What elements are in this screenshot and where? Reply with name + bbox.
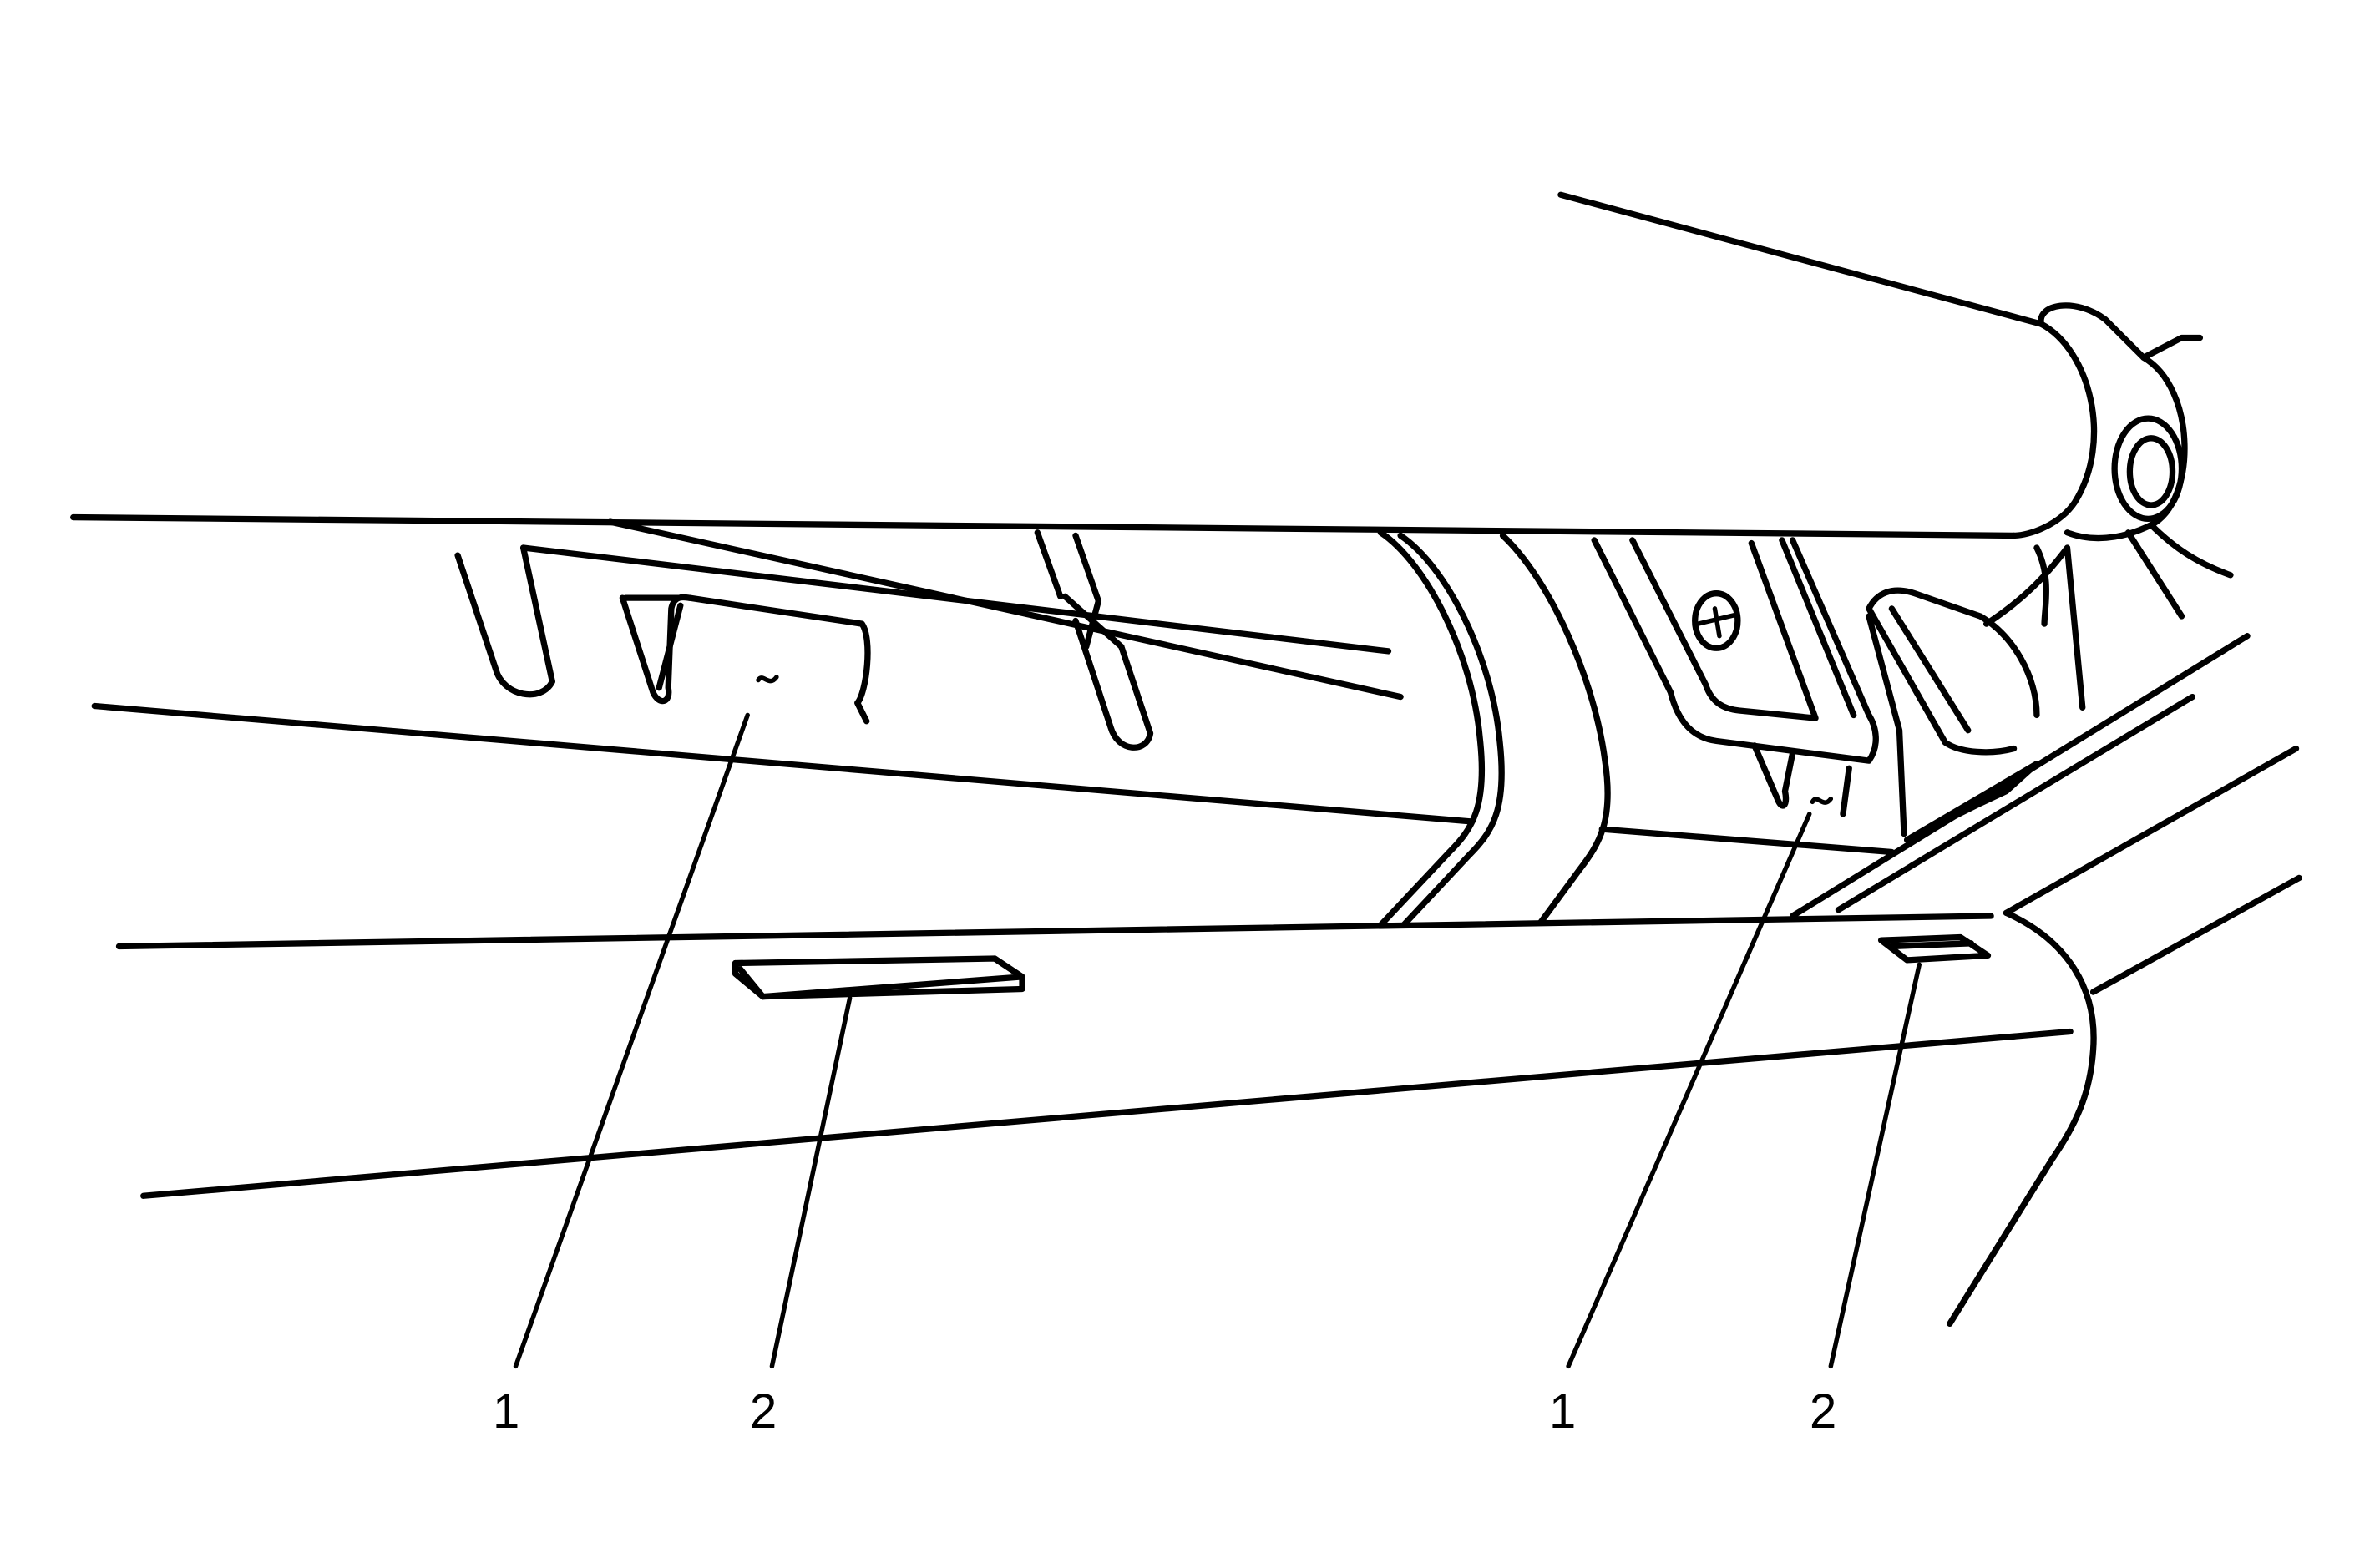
callout-2-left-label: 2 bbox=[750, 1384, 777, 1439]
lower-panel bbox=[115, 909, 2097, 1328]
left-slot bbox=[732, 955, 1025, 1000]
right-slot bbox=[1877, 933, 1992, 964]
right-rails bbox=[1789, 633, 2302, 995]
left-clip bbox=[619, 594, 871, 725]
center-bracket bbox=[1377, 529, 1611, 928]
upper-trim-panel bbox=[91, 518, 1896, 856]
callout-1-left-label: 1 bbox=[493, 1384, 520, 1439]
leader-lines bbox=[513, 712, 1922, 1369]
callout-2-right-label: 2 bbox=[1810, 1384, 1837, 1439]
upper-rod bbox=[70, 191, 2234, 620]
right-bracket bbox=[1591, 537, 1879, 817]
right-housing bbox=[1866, 544, 2086, 837]
callout-1-right-label: 1 bbox=[1549, 1384, 1577, 1439]
